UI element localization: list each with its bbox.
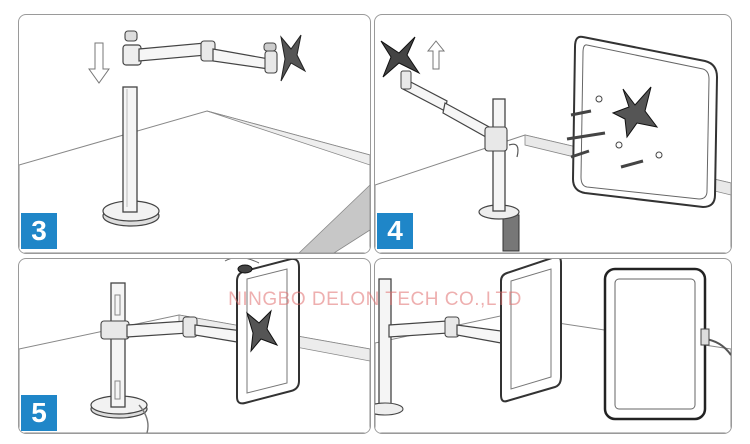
panel-step-5: 5 [18, 258, 371, 434]
panel-final [374, 258, 732, 434]
down-arrow-icon [88, 42, 110, 84]
panel-step-3: 3 [18, 14, 371, 254]
step-3-badge: 3 [21, 213, 57, 249]
step-5-badge: 5 [21, 395, 57, 431]
step-5-number: 5 [31, 397, 47, 428]
final-illustration [375, 259, 731, 433]
step-3-number: 3 [31, 215, 47, 246]
step-5-illustration [19, 259, 370, 433]
step-4-badge: 4 [377, 213, 413, 249]
up-arrow-icon [426, 40, 446, 70]
panel-step-4: 4 [374, 14, 732, 254]
step-4-number: 4 [387, 215, 403, 246]
step-4-illustration [375, 35, 731, 253]
step-3-illustration [19, 30, 370, 253]
watermark: NINGBO DELON TECH CO.,LTD [228, 289, 522, 310]
